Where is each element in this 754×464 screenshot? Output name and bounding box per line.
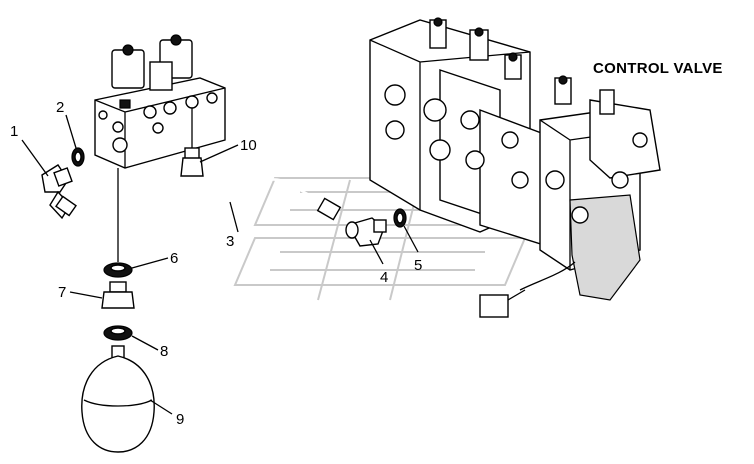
part-4-elbow-fitting <box>345 217 387 247</box>
callout-1: 1 <box>10 123 18 140</box>
leader-lines <box>21 114 419 415</box>
callout-7: 7 <box>58 284 66 301</box>
callout-8: 8 <box>160 343 168 360</box>
control-valve-title: CONTROL VALVE <box>593 60 723 77</box>
part-8-washer <box>103 325 133 341</box>
callout-9: 9 <box>176 411 184 428</box>
callout-2: 2 <box>56 99 64 116</box>
callout-6: 6 <box>170 250 178 267</box>
callout-5: 5 <box>414 257 422 274</box>
part-7-adapter <box>101 281 135 309</box>
callout-10: 10 <box>240 137 257 154</box>
part-6-washer <box>103 262 133 278</box>
part-10-plug <box>180 108 204 177</box>
part-9-accumulator <box>81 345 155 453</box>
callout-3: 3 <box>226 233 234 250</box>
control-valve-assembly <box>369 17 661 318</box>
solenoid-valve-block <box>94 34 226 169</box>
callout-4: 4 <box>380 269 388 286</box>
part-3-hydraulic-tube <box>55 178 342 239</box>
